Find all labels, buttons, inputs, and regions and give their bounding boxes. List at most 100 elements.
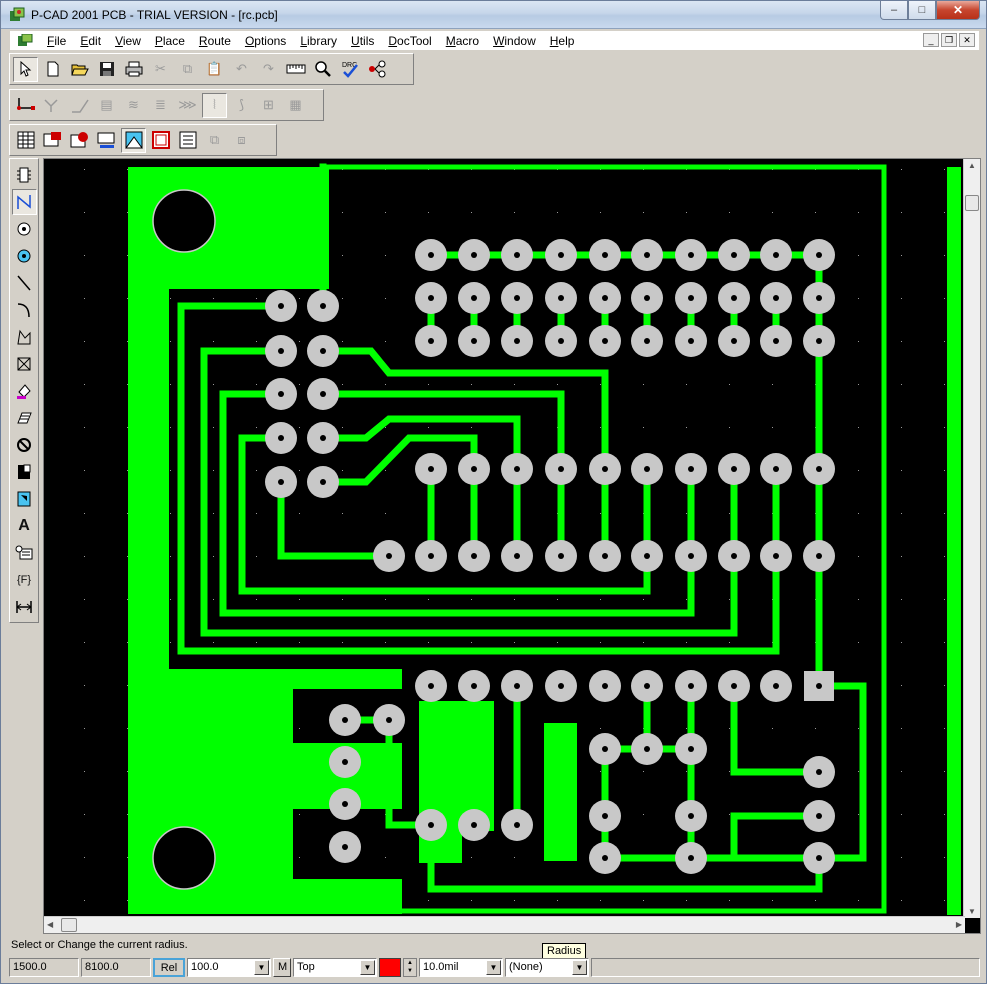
mdi-restore-button[interactable]: ❐ (941, 33, 957, 47)
relative-coords-button[interactable]: Rel (153, 957, 185, 977)
mdi-close-button[interactable]: ✕ (959, 33, 975, 47)
vertical-scrollbar[interactable]: ▲ ▼ (963, 159, 980, 918)
via-styles-icon[interactable] (67, 128, 92, 153)
pad-87-hole (428, 822, 434, 828)
copy-icon[interactable]: ⧉ (182, 61, 193, 76)
place-cutout-tool-icon[interactable] (12, 351, 37, 377)
swap-icon[interactable]: ⧈ (237, 132, 246, 147)
place-component-tool-icon[interactable] (12, 162, 37, 188)
save-icon[interactable] (94, 57, 119, 82)
menu-file[interactable]: File (47, 34, 67, 48)
chevron-down-icon[interactable]: ▼ (572, 959, 587, 975)
select-arrow-icon[interactable] (13, 56, 38, 82)
redo-icon[interactable]: ↷ (263, 61, 274, 76)
bus-route-icon[interactable]: ▤ (100, 97, 113, 112)
cut-icon[interactable]: ✂ (155, 61, 166, 76)
menu-window[interactable]: Window (493, 34, 536, 48)
place-via-tool-icon[interactable] (12, 243, 37, 269)
route-interactive-icon[interactable] (40, 93, 65, 118)
place-pad-tool-icon[interactable] (12, 216, 37, 242)
document-icon[interactable] (17, 34, 33, 48)
undo-icon[interactable]: ↶ (236, 61, 247, 76)
horizontal-scrollbar[interactable]: ◀ ▶ (44, 916, 965, 933)
netlist-icon[interactable] (364, 57, 389, 82)
spin-down-icon[interactable]: ▼ (404, 967, 416, 976)
layer-color-swatch[interactable] (379, 957, 401, 977)
pad-styles-icon[interactable] (40, 128, 65, 153)
place-keepout-tool-icon[interactable] (12, 432, 37, 458)
y-coordinate-field[interactable]: 8100.0 (81, 957, 151, 977)
zoom-icon[interactable] (310, 57, 335, 82)
print-icon[interactable] (121, 57, 146, 82)
line-width-combo[interactable]: 10.0mil ▼ (419, 957, 503, 977)
grid-icon[interactable] (148, 128, 173, 153)
spin-up-icon[interactable]: ▲ (404, 958, 416, 967)
pad-30-hole (816, 338, 822, 344)
chevron-down-icon[interactable]: ▼ (254, 959, 269, 975)
menu-options[interactable]: Options (244, 34, 287, 48)
chevron-down-icon[interactable]: ▼ (486, 959, 501, 975)
menu-view[interactable]: View (115, 34, 141, 48)
place-room-tool-icon[interactable] (12, 459, 37, 485)
menu-place[interactable]: Place (154, 34, 185, 48)
fanout-icon[interactable]: ≣ (155, 97, 166, 112)
pad-64-hole (320, 348, 326, 354)
pcb-board-view[interactable] (44, 159, 965, 918)
place-polygon-tool-icon[interactable] (12, 324, 37, 350)
chevron-down-icon[interactable]: ▼ (360, 959, 375, 975)
gloss-icon[interactable]: ⦚ (202, 92, 227, 118)
horizontal-scroll-thumb[interactable] (61, 918, 77, 932)
vertical-scroll-thumb[interactable] (965, 195, 979, 211)
route-manual-icon[interactable] (13, 93, 38, 118)
place-line-tool-icon[interactable] (12, 270, 37, 296)
minimize-button[interactable]: ‒ (880, 1, 908, 20)
menu-utils[interactable]: Utils (351, 34, 375, 48)
layer-sets-icon[interactable] (94, 128, 119, 153)
place-attribute-tool-icon[interactable] (12, 540, 37, 566)
mdi-minimize-button[interactable]: _ (923, 33, 939, 47)
menu-doctool[interactable]: DocTool (388, 34, 432, 48)
display-icon[interactable] (121, 127, 146, 153)
menu-macro[interactable]: Macro (445, 34, 480, 48)
net-combo[interactable]: (None) ▼ (505, 957, 589, 977)
pcb-canvas[interactable]: ▲ ▼ ◀ ▶ (43, 158, 981, 934)
place-plane-tool-icon[interactable] (12, 405, 37, 431)
measure-icon[interactable] (283, 57, 308, 82)
zoom-combo[interactable]: 100.0 ▼ (187, 957, 271, 977)
route-miter-icon[interactable] (67, 93, 92, 118)
list-icon[interactable] (175, 128, 200, 153)
close-button[interactable]: ✕ (936, 1, 980, 20)
layers-icon[interactable] (13, 128, 38, 153)
pcad-app-icon[interactable] (9, 7, 25, 23)
place-connection-tool-icon[interactable] (11, 189, 37, 215)
layer-spinner[interactable]: ▲ ▼ (403, 957, 417, 977)
pad-26-hole (644, 338, 650, 344)
menu-edit[interactable]: Edit (80, 34, 102, 48)
place-pickpoint-tool-icon[interactable] (12, 486, 37, 512)
multi-trace-icon[interactable]: ≋ (128, 97, 139, 112)
place-component-icon[interactable]: ⧉ (209, 132, 220, 147)
board-outline (322, 164, 887, 914)
title-bar[interactable]: P-CAD 2001 PCB - TRIAL VERSION - [rc.pcb… (1, 1, 986, 29)
place-field-tool-icon[interactable]: {F} (16, 574, 32, 586)
layer-combo[interactable]: Top ▼ (293, 957, 377, 977)
place-text-tool-icon[interactable]: A (18, 517, 30, 534)
via-icon[interactable]: ⊞ (263, 97, 274, 112)
pad-13-hole (514, 295, 520, 301)
push-traces-icon[interactable]: ⋙ (178, 97, 197, 112)
place-copper-pour-tool-icon[interactable] (12, 378, 37, 404)
mil-mm-toggle-button[interactable]: M (273, 957, 291, 977)
paste-icon[interactable]: 📋 (206, 61, 223, 76)
x-coordinate-field[interactable]: 1500.0 (9, 957, 79, 977)
place-dimension-tool-icon[interactable] (12, 594, 37, 620)
place-arc-tool-icon[interactable] (12, 297, 37, 323)
drc-icon[interactable]: DRC (337, 57, 362, 82)
new-file-icon[interactable] (40, 57, 65, 82)
menu-library[interactable]: Library (300, 34, 338, 48)
maximize-button[interactable]: □ (908, 1, 936, 20)
menu-help[interactable]: Help (549, 34, 575, 48)
hug-trace-icon[interactable]: ⟆ (238, 97, 245, 112)
open-folder-icon[interactable] (67, 57, 92, 82)
menu-route[interactable]: Route (198, 34, 231, 48)
bga-icon[interactable]: ▦ (289, 97, 302, 112)
